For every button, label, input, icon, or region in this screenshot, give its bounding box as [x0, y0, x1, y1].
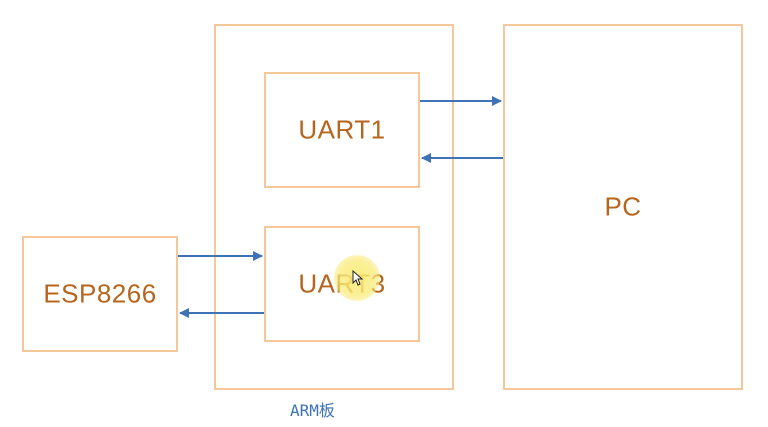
pc-box: PC	[503, 24, 743, 390]
esp8266-box: ESP8266	[22, 236, 178, 352]
arm-board-box	[214, 24, 454, 390]
uart1-label: UART1	[298, 114, 386, 145]
pc-label: PC	[604, 191, 642, 222]
esp8266-label: ESP8266	[43, 278, 157, 309]
mouse-pointer-icon	[352, 270, 364, 286]
arm-board-caption: ARM板	[290, 401, 335, 420]
uart1-box: UART1	[264, 72, 420, 188]
